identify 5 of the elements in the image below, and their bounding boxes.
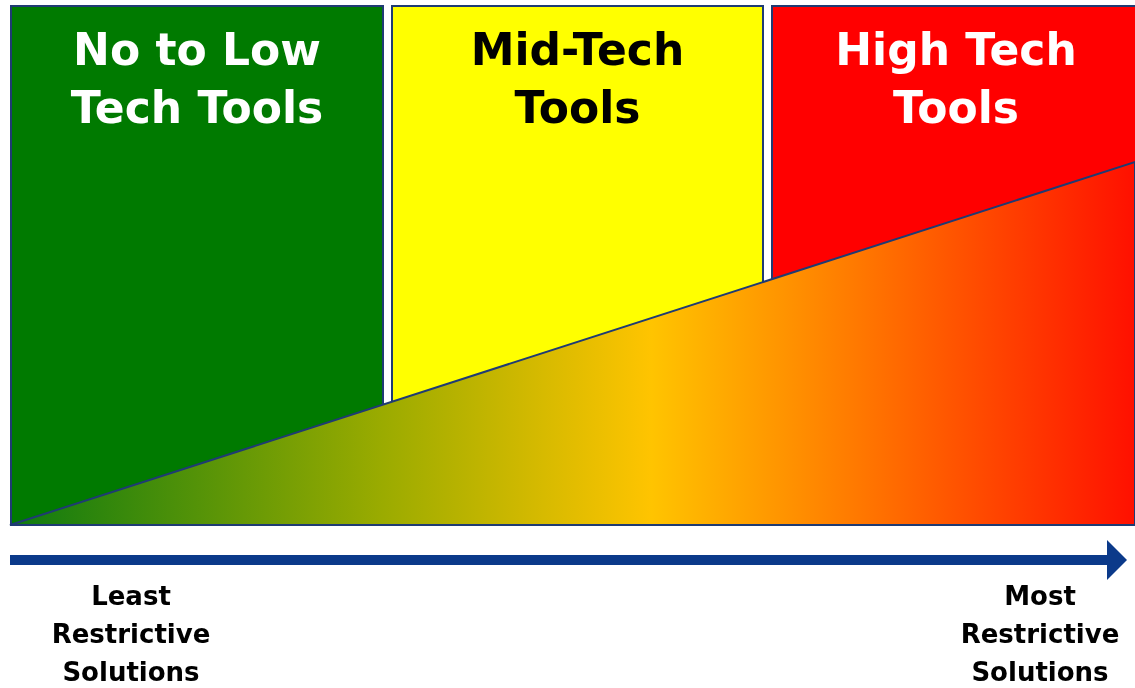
scale-end-label: Most Restrictive Solutions bbox=[959, 580, 1121, 688]
band-heading: Mid-Tech Tools bbox=[469, 23, 686, 135]
band-heading: No to Low Tech Tools bbox=[69, 23, 325, 135]
band-heading: High Tech Tools bbox=[834, 23, 1078, 135]
scale-end-label: Least Restrictive Solutions bbox=[50, 580, 212, 688]
